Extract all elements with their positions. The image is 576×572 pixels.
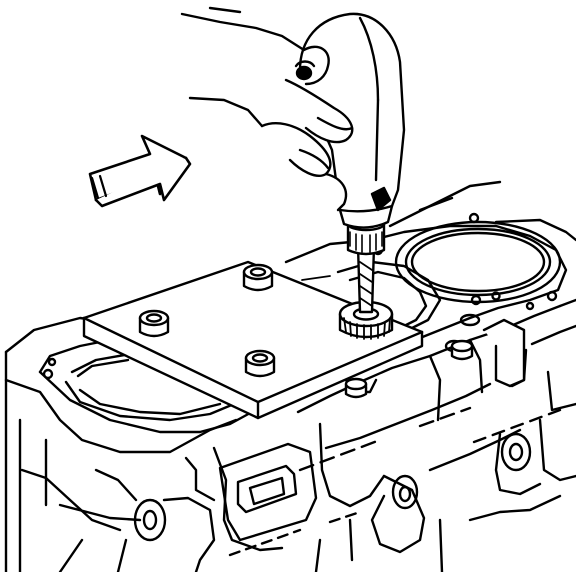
hand bbox=[180, 6, 354, 212]
plate-bolt-back bbox=[242, 263, 274, 292]
gasket-hole bbox=[468, 212, 480, 224]
engine-block bbox=[4, 180, 576, 572]
lower-boss-mid bbox=[391, 474, 419, 510]
fingernail bbox=[295, 65, 313, 81]
gasket-hole bbox=[47, 357, 57, 367]
drill-bit bbox=[356, 244, 376, 314]
gasket-hole bbox=[525, 301, 535, 311]
gasket-hole bbox=[546, 290, 558, 302]
cylinder-bore-right bbox=[394, 220, 562, 304]
plate-bolt-left bbox=[138, 309, 170, 338]
guide-bushing bbox=[338, 300, 394, 340]
flange-bolts bbox=[344, 318, 526, 399]
rect-port bbox=[218, 442, 318, 542]
gasket-hole bbox=[42, 368, 54, 380]
lower-boss-right bbox=[500, 432, 532, 472]
direction-arrow bbox=[88, 134, 192, 208]
lower-boss-left bbox=[133, 498, 167, 542]
gasket-hole bbox=[459, 313, 481, 327]
plate-bolt-front bbox=[244, 349, 276, 378]
gasket-hole bbox=[491, 291, 501, 301]
